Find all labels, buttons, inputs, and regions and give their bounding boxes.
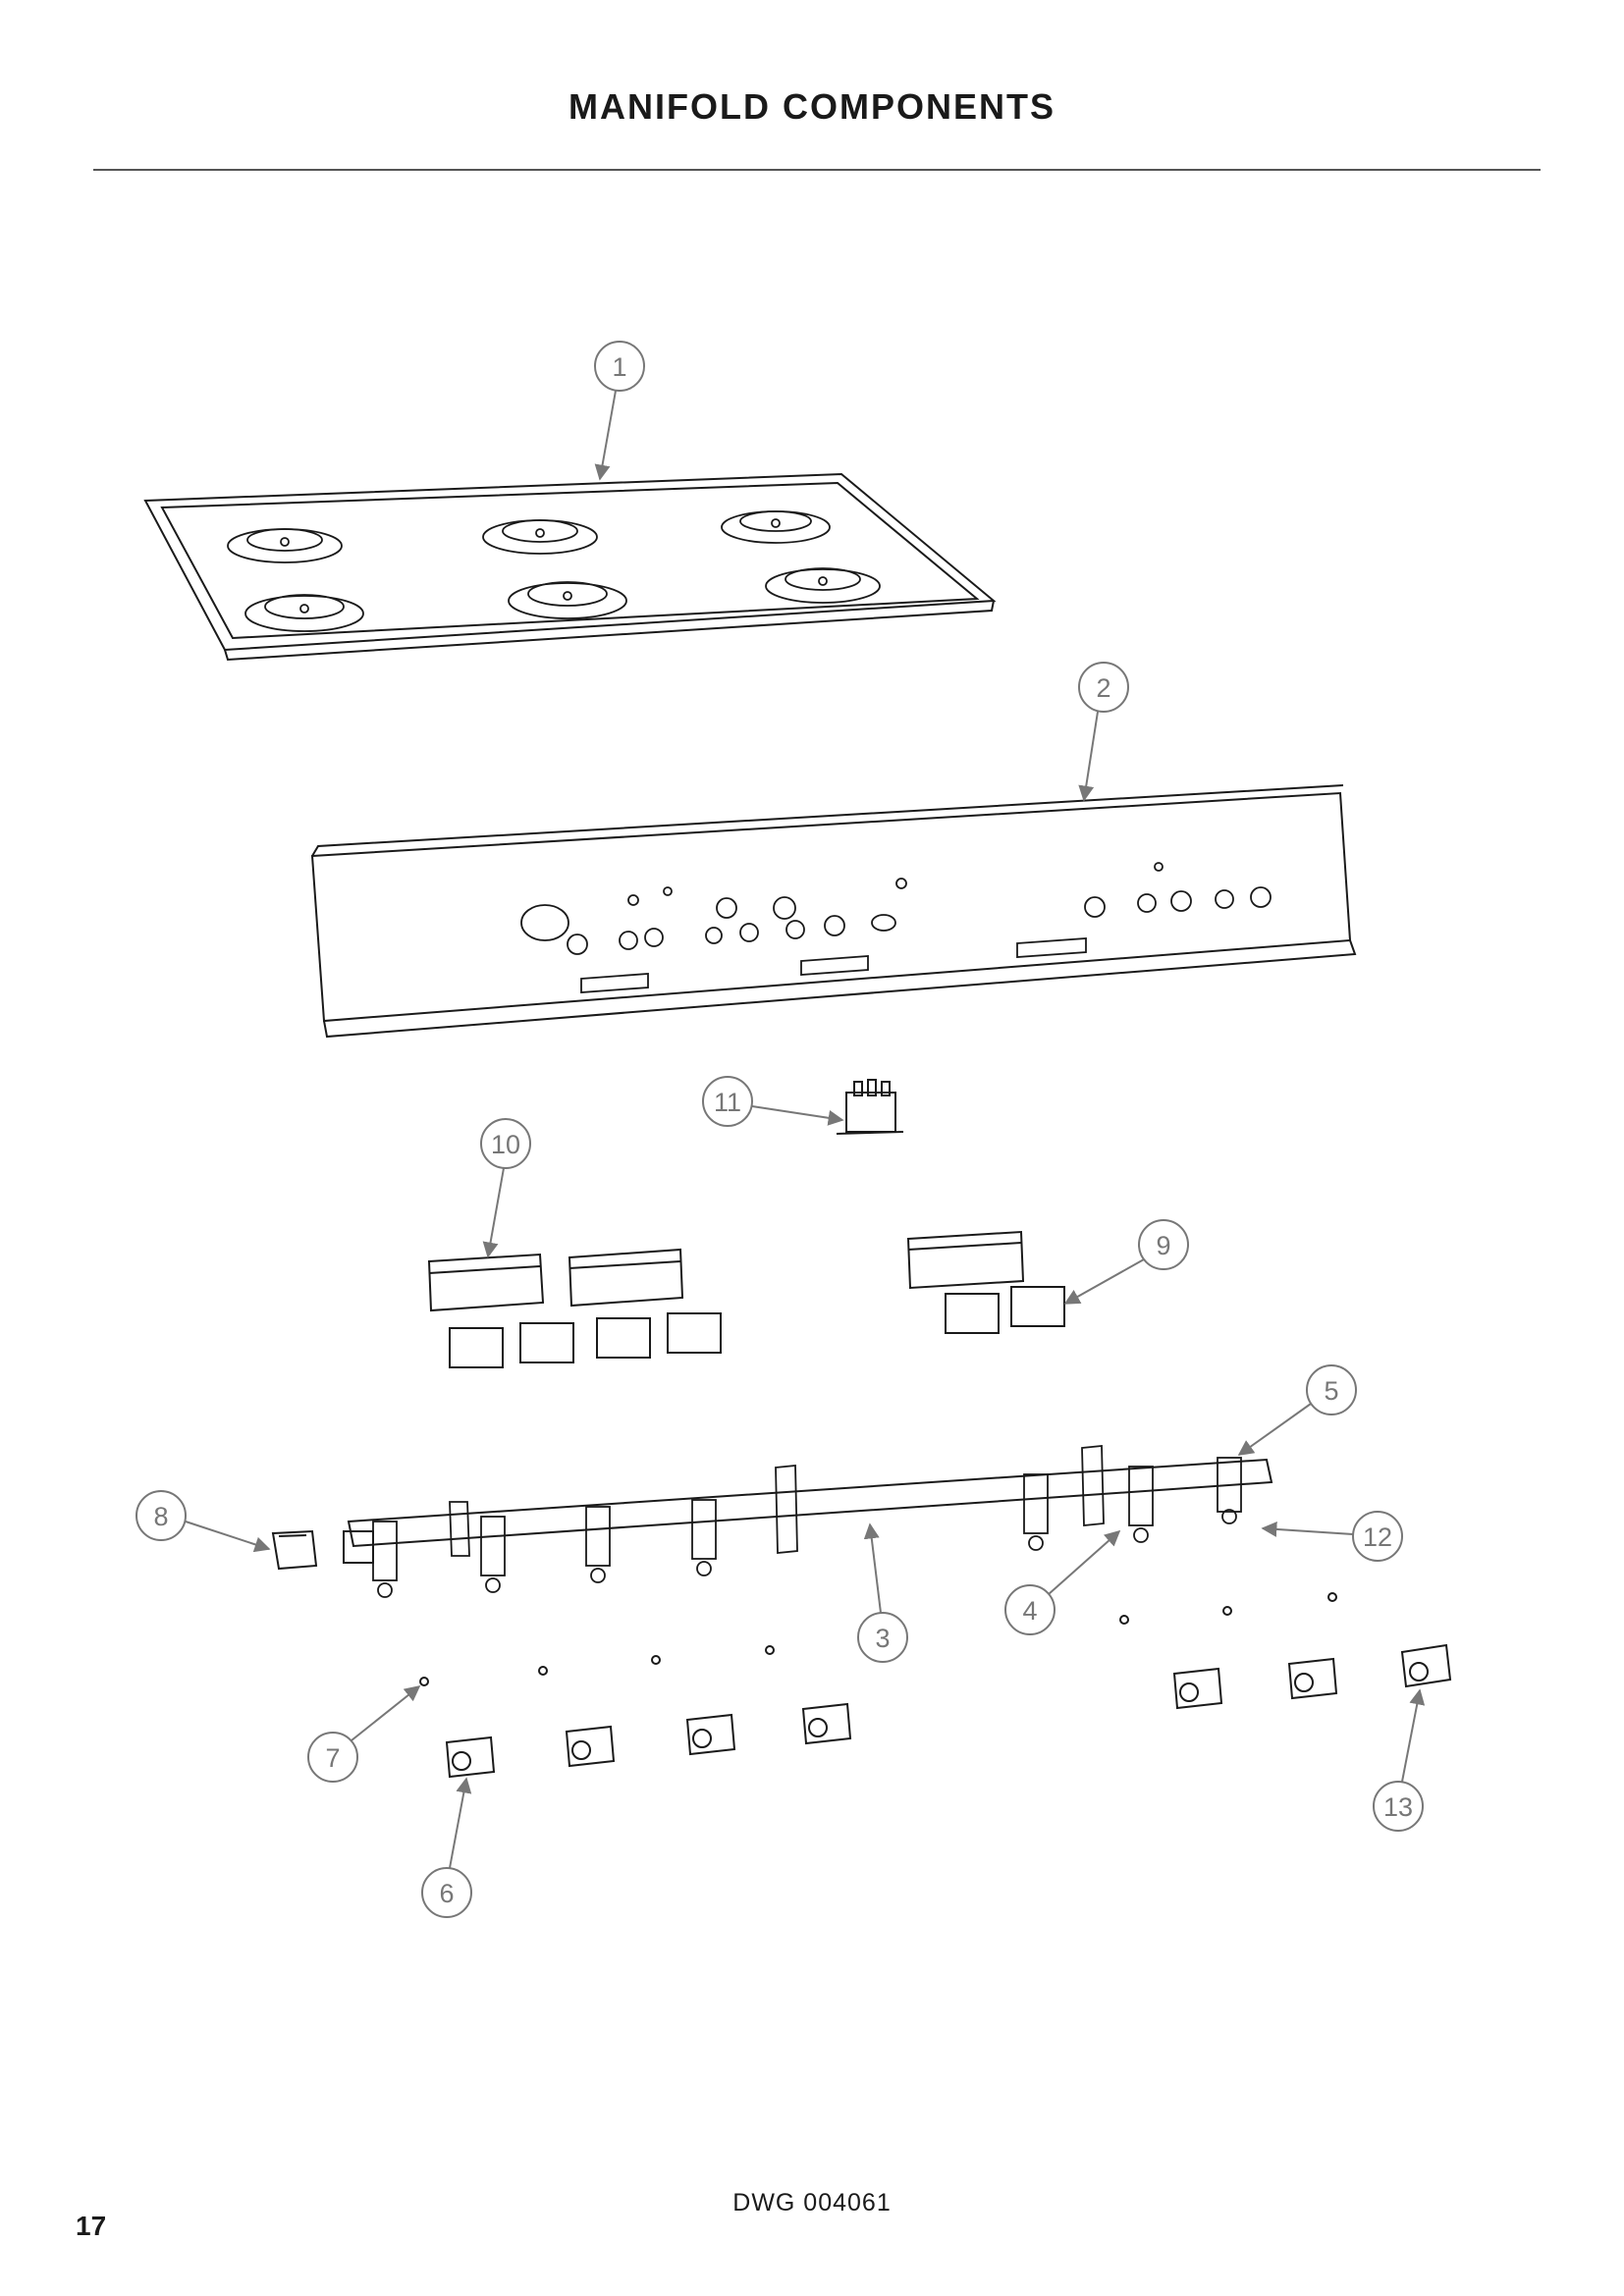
svg-text:12: 12 [1363,1522,1392,1552]
callout-5: 5 [1237,1364,1357,1456]
callout-1: 1 [594,341,645,481]
svg-text:8: 8 [153,1502,168,1531]
burner-tray [143,472,997,662]
manifold-end-cap [271,1529,318,1571]
svg-text:13: 13 [1383,1792,1413,1822]
callout-6: 6 [421,1777,472,1918]
callout-13: 13 [1373,1688,1426,1832]
drawing-number: DWG 004061 [732,2189,892,2216]
gas-manifold [343,1445,1273,1598]
callouts: 1 2 3 4 5 6 7 [135,341,1426,1918]
svg-text:9: 9 [1156,1231,1170,1260]
svg-text:11: 11 [714,1088,741,1117]
page-title: MANIFOLD COMPONENTS [568,86,1056,127]
svg-text:6: 6 [439,1879,454,1908]
svg-text:4: 4 [1022,1596,1037,1626]
callout-9: 9 [1063,1219,1189,1305]
retaining-clips [419,1592,1337,1686]
svg-text:1: 1 [612,352,626,382]
callout-10: 10 [480,1118,531,1258]
control-panel [310,784,1357,1039]
callout-7: 7 [307,1685,421,1783]
title-divider [93,169,1541,171]
svg-text:5: 5 [1324,1376,1338,1406]
svg-text:7: 7 [325,1743,340,1773]
page-number: 17 [76,2211,107,2241]
callout-2: 2 [1078,662,1129,802]
svg-text:2: 2 [1096,673,1110,703]
callout-11: 11 [702,1076,844,1127]
callout-4: 4 [1004,1529,1121,1635]
valve-brackets [445,1643,1452,1779]
callout-12: 12 [1261,1511,1403,1562]
callout-3: 3 [857,1522,908,1663]
spark-modules [427,1230,1065,1368]
callout-8: 8 [135,1490,271,1553]
ignition-switch [836,1079,904,1135]
svg-text:10: 10 [491,1130,520,1159]
svg-text:3: 3 [875,1624,890,1653]
